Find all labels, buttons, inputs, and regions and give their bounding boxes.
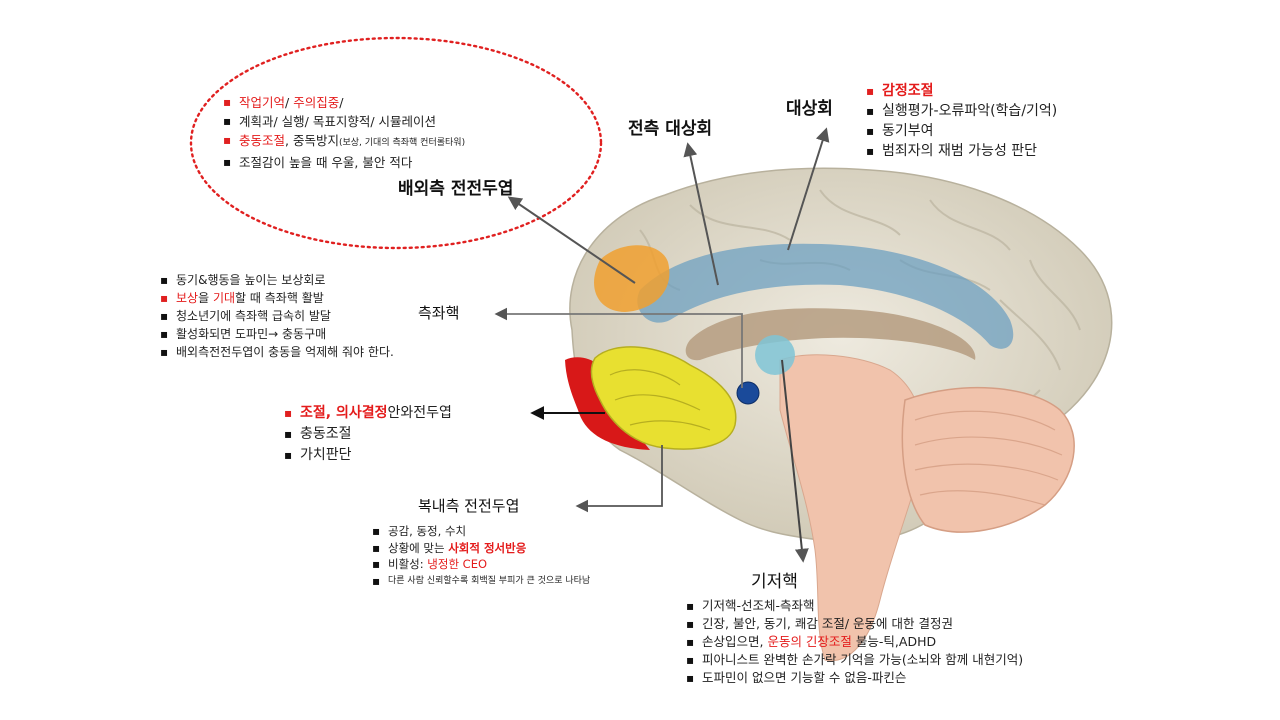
note-item: 도파민이 없으면 기능할 수 없음-파킨슨 — [686, 669, 1023, 687]
note-item: 손상입으면, 운동의 긴장조절 불능-틱,ADHD — [686, 633, 1023, 651]
ofc-notes: 조절, 의사결정안와전두엽 충동조절 가치판단 — [284, 403, 452, 466]
basal-notes: 기저핵-선조체-측좌핵 긴장, 불안, 동기, 쾌감 조절/ 운동에 대한 결정… — [686, 597, 1023, 687]
label-dlpfc: 배외측 전전두엽 — [398, 179, 514, 199]
note-item: 조절감이 높을 때 우울, 불안 적다 — [223, 153, 465, 172]
label-acc: 전측 대상회 — [628, 119, 713, 139]
note-item: 다른 사람 신뢰할수록 회백질 부피가 큰 것으로 나타남 — [372, 573, 590, 590]
note-item: 보상을 기대할 때 측좌핵 활발 — [160, 289, 394, 307]
note-item: 계획과/ 실행/ 목표지향적/ 시뮬레이션 — [223, 112, 465, 131]
note-item: 공감, 동정, 수치 — [372, 523, 590, 540]
basal-ganglia-region — [755, 335, 795, 375]
note-item: 작업기억/ 주의집중/ — [223, 93, 465, 112]
note-item: 가치판단 — [284, 445, 452, 466]
cingulate-arrow — [787, 127, 830, 251]
cingulate-region — [637, 243, 1014, 349]
nacc-notes: 동기&행동을 높이는 보상회로 보상을 기대할 때 측좌핵 활발 청소년기에 측… — [160, 271, 394, 361]
note-item: 동기&행동을 높이는 보상회로 — [160, 271, 394, 289]
label-vmpfc: 복내측 전전두엽 — [418, 497, 520, 515]
vmpfc-yellow-region — [590, 346, 737, 450]
note-item: 충동조절 — [284, 424, 452, 445]
nacc-arrow — [494, 307, 743, 388]
label-nacc: 측좌핵 — [418, 304, 460, 322]
acc-orange-region — [594, 245, 670, 312]
dlpfc-ellipse — [189, 36, 603, 250]
note-item: 상황에 맞는 사회적 정서반응 — [372, 540, 590, 557]
label-ofc: 안와전두엽 — [387, 405, 452, 421]
note-item: 범죄자의 재범 가능성 판단 — [866, 141, 1057, 161]
vmpfc-arrow — [575, 445, 663, 513]
note-item: 비활성: 냉정한 CEO — [372, 556, 590, 573]
note-item: 충동조절, 중독방지(보상, 기대의 측좌핵 컨터롤타워) — [223, 131, 465, 153]
note-item: 기저핵-선조체-측좌핵 — [686, 597, 1023, 615]
vmpfc-notes: 공감, 동정, 수치 상황에 맞는 사회적 정서반응 비활성: 냉정한 CEO … — [372, 523, 590, 589]
cingulate-notes: 감정조절 실행평가-오류파악(학습/기억) 동기부여 범죄자의 재범 가능성 판… — [866, 81, 1057, 161]
note-item: 동기부여 — [866, 121, 1057, 141]
acc-arrow — [683, 142, 719, 286]
dlpfc-arrow — [507, 196, 636, 284]
basal-arrow — [781, 359, 809, 563]
cerebellum — [901, 386, 1075, 533]
note-item: 긴장, 불안, 동기, 쾌감 조절/ 운동에 대한 결정권 — [686, 615, 1023, 633]
note-item: 청소년기에 측좌핵 급속히 발달 — [160, 307, 394, 325]
label-basal: 기저핵 — [751, 572, 798, 592]
note-item: 피아니스트 완벽한 손가락 기억을 가능(소뇌와 함께 내현기억) — [686, 651, 1023, 669]
label-cingulate: 대상회 — [786, 99, 833, 119]
note-item: 감정조절 — [866, 81, 1057, 101]
nacc-region — [736, 381, 760, 405]
note-item: 실행평가-오류파악(학습/기억) — [866, 101, 1057, 121]
note-item: 조절, 의사결정안와전두엽 — [284, 403, 452, 424]
dlpfc-notes: 작업기억/ 주의집중/ 계획과/ 실행/ 목표지향적/ 시뮬레이션 충동조절, … — [223, 93, 465, 172]
note-item: 배외측전전두엽이 충동을 억제해 줘야 한다. — [160, 343, 394, 361]
corpus-callosum — [685, 308, 976, 361]
note-item: 활성화되면 도파민→ 충동구매 — [160, 325, 394, 343]
